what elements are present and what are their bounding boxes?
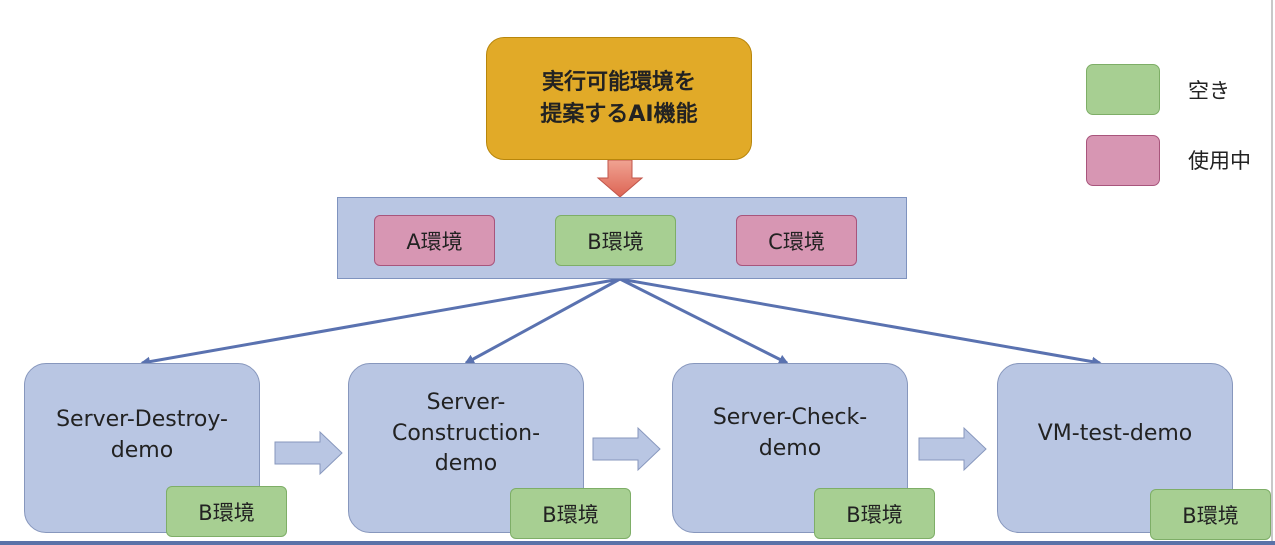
flow-arrow-icon [274, 430, 343, 476]
demo-server-destroy-env-tag: B環境 [166, 486, 287, 537]
demo-env-label: B環境 [1182, 503, 1239, 528]
demo-server-construction-env-tag: B環境 [510, 488, 631, 539]
environment-c-tag: C環境 [736, 215, 857, 266]
environment-b-label: B環境 [587, 229, 644, 254]
bottom-border [0, 541, 1275, 545]
ai-function-box: 実行可能環境を 提案するAI機能 [486, 37, 752, 160]
connector-to-check [619, 277, 789, 365]
demo-server-check-env-tag: B環境 [814, 488, 935, 539]
demo-vm-test: VM-test-demo [997, 363, 1233, 533]
environment-c-label: C環境 [768, 229, 825, 254]
connector-to-construction [464, 277, 621, 365]
demo-server-construction-label: Server- Construction- demo [391, 389, 541, 477]
connector-to-destroy [140, 277, 621, 367]
legend-in-use-swatch [1086, 135, 1160, 186]
right-border [1271, 0, 1273, 545]
down-arrow-icon [596, 159, 644, 198]
demo-vm-test-env-tag: B環境 [1150, 489, 1271, 540]
legend-free-swatch [1086, 64, 1160, 115]
demo-server-check-label: Server-Check- demo [712, 405, 868, 461]
connector-to-vm-test [619, 277, 1102, 367]
demo-vm-test-label: VM-test-demo [1037, 420, 1193, 446]
demo-env-label: B環境 [198, 500, 255, 525]
flow-arrow-icon [592, 426, 661, 472]
demo-server-destroy-label: Server-Destroy- demo [56, 407, 228, 463]
environment-b-tag: B環境 [555, 215, 676, 266]
demo-env-label: B環境 [846, 502, 903, 527]
environment-a-label: A環境 [406, 229, 463, 254]
demo-env-label: B環境 [542, 502, 599, 527]
environment-a-tag: A環境 [374, 215, 495, 266]
legend-free-label: 空き [1188, 79, 1230, 103]
ai-function-label: 実行可能環境を 提案するAI機能 [540, 69, 698, 127]
legend-in-use-label: 使用中 [1188, 149, 1251, 173]
flow-arrow-icon [918, 426, 987, 472]
